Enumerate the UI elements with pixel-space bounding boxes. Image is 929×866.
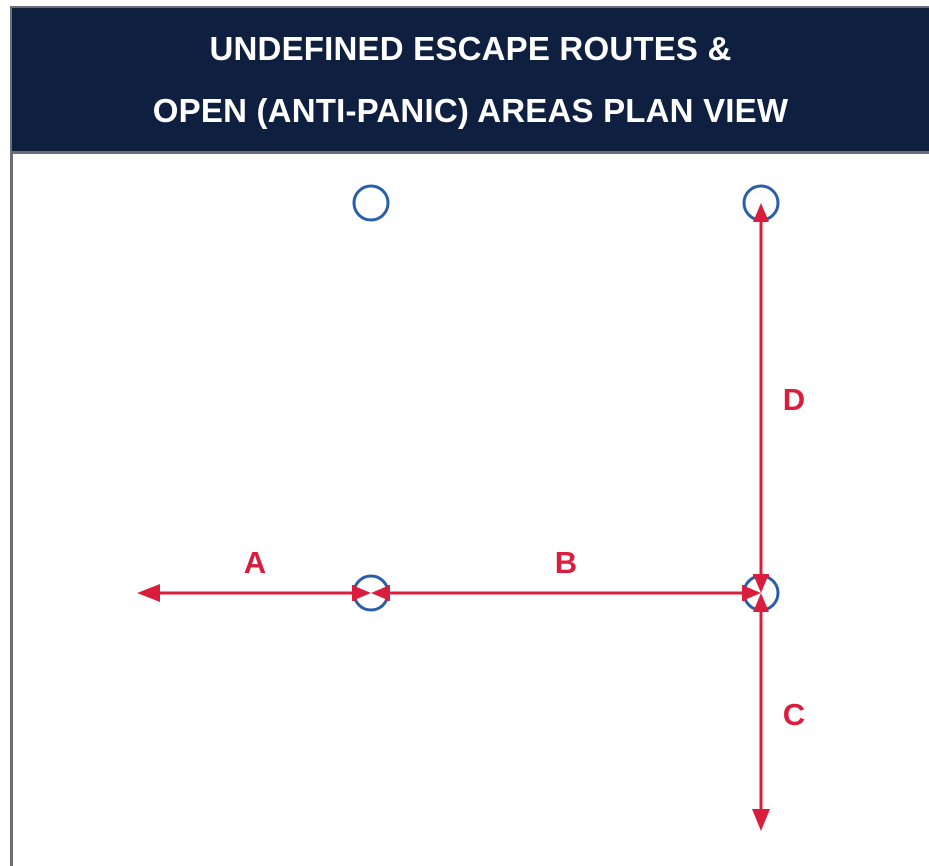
title-line-2: OPEN (ANTI-PANIC) AREAS PLAN VIEW: [152, 91, 789, 129]
route-c-arrow: [752, 593, 770, 831]
route-a-label: A: [244, 545, 266, 580]
route-d-label: D: [783, 382, 805, 417]
route-c-label: C: [783, 697, 805, 732]
route-b-label: B: [555, 545, 577, 580]
route-a-arrow: [137, 584, 371, 602]
node-top-left: [352, 184, 390, 222]
route-b-arrow: [371, 585, 761, 601]
route-d-arrow: [753, 203, 769, 593]
title-line-1: UNDEFINED ESCAPE ROUTES &: [209, 29, 732, 67]
title-banner: UNDEFINED ESCAPE ROUTES & OPEN (ANTI-PAN…: [12, 8, 929, 154]
